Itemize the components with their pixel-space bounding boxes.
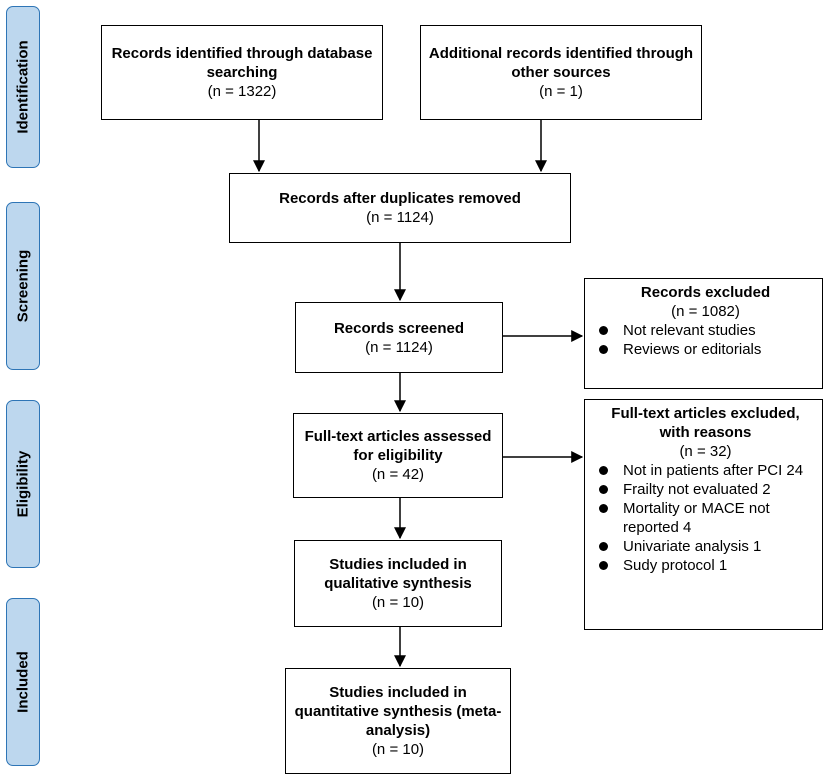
- box-other-sources: Additional records identified through ot…: [420, 25, 702, 120]
- records-excluded-item: Reviews or editorials: [597, 340, 814, 359]
- phase-screening: Screening: [6, 202, 40, 370]
- box-duplicates-removed-title: Records after duplicates removed: [279, 190, 521, 207]
- fulltext-excluded-title: Full-text articles excluded, with reason…: [611, 405, 800, 441]
- box-fulltext-assessed-title: Full-text articles assessed for eligibil…: [304, 428, 492, 464]
- records-excluded-item: Not relevant studies: [597, 321, 814, 340]
- box-records-screened: Records screened (n = 1124): [295, 302, 503, 373]
- box-records-screened-count: (n = 1124): [365, 338, 433, 356]
- box-duplicates-removed: Records after duplicates removed (n = 11…: [229, 173, 571, 243]
- box-quantitative-synthesis-title: Studies included in quantitative synthes…: [294, 684, 502, 739]
- fulltext-excluded-item: Univariate analysis 1: [597, 537, 814, 556]
- phase-eligibility: Eligibility: [6, 400, 40, 568]
- box-qualitative-synthesis-count: (n = 10): [371, 594, 425, 611]
- box-fulltext-assessed: Full-text articles assessed for eligibil…: [293, 413, 503, 498]
- box-records-screened-title: Records screened: [333, 319, 465, 337]
- phase-included: Included: [6, 598, 40, 766]
- box-database-searching: Records identified through database sear…: [101, 25, 383, 120]
- box-quantitative-synthesis: Studies included in quantitative synthes…: [285, 668, 511, 774]
- box-fulltext-excluded: Full-text articles excluded, with reason…: [584, 399, 823, 630]
- fulltext-excluded-item: Sudy protocol 1: [597, 556, 814, 575]
- box-other-sources-title: Additional records identified through ot…: [428, 45, 694, 81]
- records-excluded-count: (n = 1082): [671, 303, 740, 320]
- fulltext-excluded-count: (n = 32): [679, 443, 732, 460]
- box-records-excluded: Records excluded (n = 1082) Not relevant…: [584, 278, 823, 389]
- box-qualitative-synthesis-title: Studies included in qualitative synthesi…: [324, 556, 472, 592]
- box-quantitative-synthesis-count: (n = 10): [371, 741, 425, 758]
- fulltext-excluded-item: Not in patients after PCI 24: [597, 461, 814, 480]
- fulltext-excluded-item: Mortality or MACE not reported 4: [597, 499, 814, 537]
- box-database-searching-title: Records identified through database sear…: [111, 45, 373, 81]
- records-excluded-title: Records excluded: [640, 284, 771, 301]
- fulltext-excluded-list: Not in patients after PCI 24 Frailty not…: [597, 461, 814, 575]
- box-duplicates-removed-count: (n = 1124): [366, 209, 434, 226]
- box-other-sources-count: (n = 1): [539, 83, 583, 100]
- records-excluded-list: Not relevant studies Reviews or editoria…: [597, 321, 814, 359]
- box-qualitative-synthesis: Studies included in qualitative synthesi…: [294, 540, 502, 627]
- box-database-searching-count: (n = 1322): [207, 83, 277, 100]
- phase-identification: Identification: [6, 6, 40, 168]
- box-fulltext-assessed-count: (n = 42): [371, 466, 425, 483]
- fulltext-excluded-item: Frailty not evaluated 2: [597, 480, 814, 499]
